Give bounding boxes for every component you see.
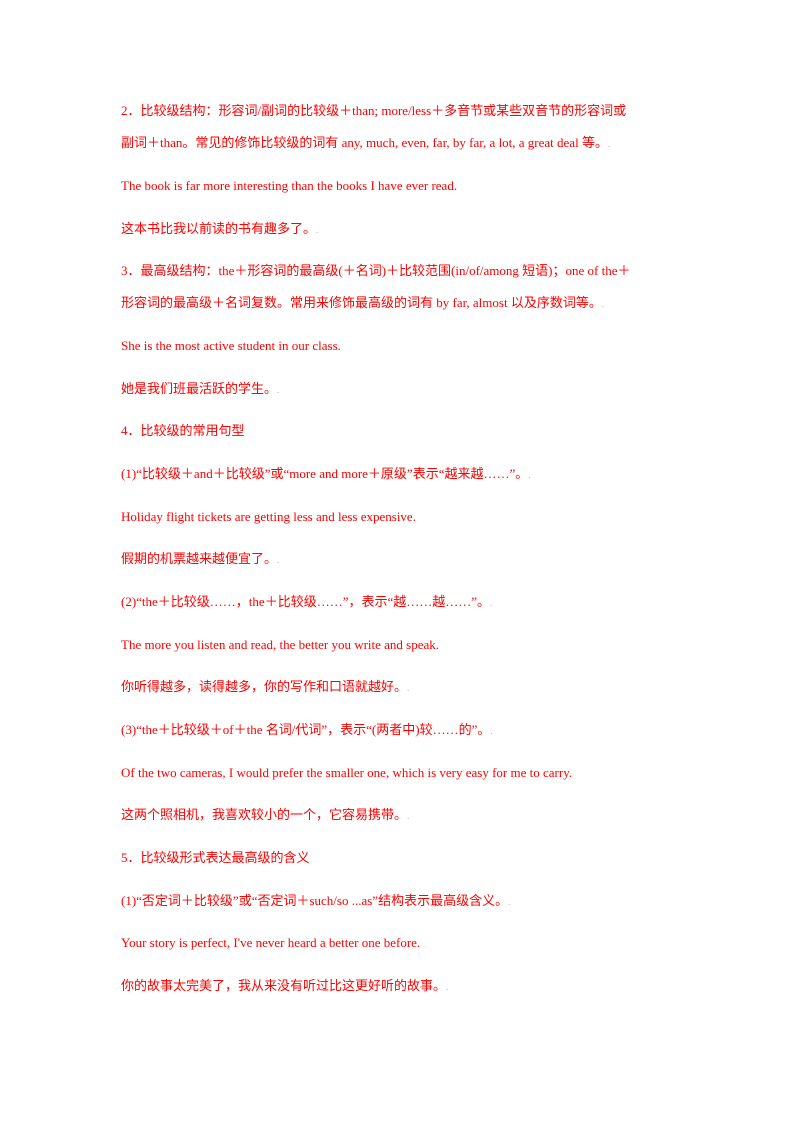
paragraph-mark: . bbox=[601, 299, 605, 309]
paragraph-mark: . bbox=[490, 726, 493, 736]
paragraph-mark: . bbox=[407, 811, 410, 821]
text-line: (3)“the＋比较级＋of＋the 名词/代词”，表示“(两者中)较……的”。… bbox=[121, 722, 493, 737]
paragraph-mark: . bbox=[316, 225, 319, 235]
paragraph-mark: . bbox=[607, 139, 611, 149]
text-line: The more you listen and read, the better… bbox=[121, 637, 440, 652]
paragraph-mark: . bbox=[446, 982, 449, 992]
text-line: 形容词的最高级＋名词复数。常用来修饰最高级的词有 by far, almost … bbox=[121, 295, 605, 310]
text-line: (1)“否定词＋比较级”或“否定词＋such/so ...as”结构表示最高级含… bbox=[121, 893, 511, 908]
text-line: 这本书比我以前读的书有趣多了。. bbox=[121, 221, 319, 236]
paragraph-mark: . bbox=[407, 683, 410, 693]
section-heading: 4．比较级的常用句型 bbox=[121, 423, 245, 438]
paragraph-mark: . bbox=[277, 555, 280, 565]
text-line: Holiday flight tickets are getting less … bbox=[121, 509, 416, 524]
paragraph-mark: . bbox=[508, 897, 511, 907]
text-line: 这两个照相机，我喜欢较小的一个，它容易携带。. bbox=[121, 807, 410, 822]
section-heading: 5．比较级形式表达最高级的含义 bbox=[121, 850, 310, 865]
text-line: (2)“the＋比较级……，the＋比较级……”，表示“越……越……”。. bbox=[121, 594, 493, 609]
text-line: 副词＋than。常见的修饰比较级的词有 any, much, even, far… bbox=[121, 135, 611, 150]
text-line: 3．最高级结构：the＋形容词的最高级(＋名词)＋比较范围(in/of/amon… bbox=[121, 263, 631, 278]
text-line: Your story is perfect, I've never heard … bbox=[121, 935, 421, 950]
text-line: 你的故事太完美了，我从来没有听过比这更好听的故事。. bbox=[121, 978, 449, 993]
text-line: She is the most active student in our cl… bbox=[121, 338, 341, 353]
text-line: 她是我们班最活跃的学生。. bbox=[121, 381, 280, 396]
text-line: 假期的机票越来越便宜了。. bbox=[121, 551, 280, 566]
paragraph-mark: . bbox=[277, 385, 280, 395]
text-line: The book is far more interesting than th… bbox=[121, 178, 458, 193]
text-line: Of the two cameras, I would prefer the s… bbox=[121, 765, 573, 780]
text-line: (1)“比较级＋and＋比较级”或“more and more＋原级”表示“越来… bbox=[121, 466, 531, 481]
paragraph-mark: . bbox=[490, 598, 493, 608]
text-line: 你听得越多，读得越多，你的写作和口语就越好。. bbox=[121, 679, 410, 694]
text-line: 2．比较级结构：形容词/副词的比较级＋than; more/less＋多音节或某… bbox=[121, 103, 627, 118]
paragraph-mark: . bbox=[528, 470, 531, 480]
